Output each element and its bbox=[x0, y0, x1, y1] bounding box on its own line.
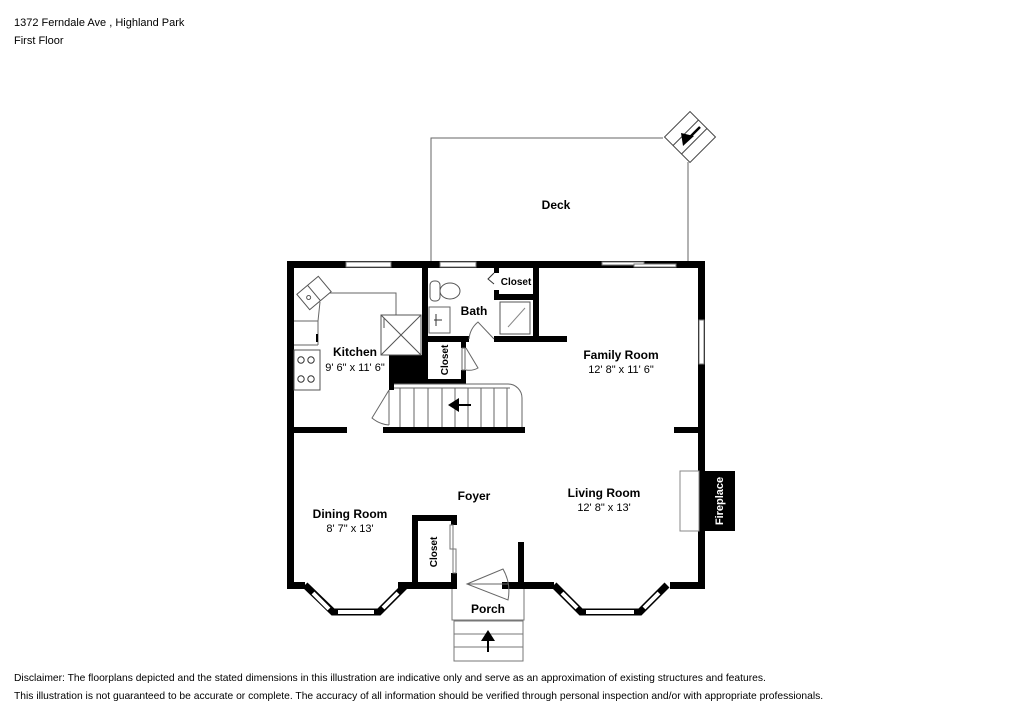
room-label-dining-room: Dining Room bbox=[313, 507, 388, 521]
dining-bay-window bbox=[302, 582, 409, 616]
room-label-fireplace: Fireplace bbox=[714, 477, 726, 525]
counter-marker bbox=[316, 334, 318, 342]
room-label-foyer: Foyer bbox=[458, 489, 491, 503]
deck bbox=[430, 137, 689, 262]
room-dimensions-kitchen: 9' 6" x 11' 6" bbox=[325, 362, 385, 374]
shower bbox=[499, 301, 531, 335]
interior-walls bbox=[287, 261, 705, 589]
room-label-stair-closet: Closet bbox=[440, 344, 451, 375]
property-address: 1372 Ferndale Ave , Highland Park bbox=[14, 17, 185, 29]
interior-stairs bbox=[394, 383, 523, 427]
fireplace-hearth bbox=[679, 470, 700, 532]
porch bbox=[451, 589, 525, 621]
disclaimer-line-2: This illustration is not guaranteed to b… bbox=[14, 691, 824, 702]
arrow-down-left-icon bbox=[681, 126, 701, 146]
floor-label: First Floor bbox=[14, 35, 64, 47]
room-label-bath-closet: Closet bbox=[501, 277, 532, 288]
disclaimer-line-1: Disclaimer: The floorplans depicted and … bbox=[14, 673, 766, 684]
stair-closet-door bbox=[461, 347, 479, 371]
exterior-walls bbox=[287, 261, 705, 589]
kitchen-sink bbox=[296, 275, 332, 311]
room-label-porch: Porch bbox=[471, 602, 505, 616]
stove bbox=[293, 349, 321, 391]
kitchen-door bbox=[371, 389, 390, 426]
room-label-family-room: Family Room bbox=[583, 348, 658, 362]
arrow-up-icon bbox=[481, 630, 495, 652]
room-label-living-room: Living Room bbox=[568, 486, 641, 500]
room-label-kitchen: Kitchen bbox=[333, 345, 377, 359]
toilet bbox=[429, 280, 461, 302]
window-family-room bbox=[698, 319, 705, 365]
bath-closet-door bbox=[487, 272, 495, 285]
room-label-deck: Deck bbox=[542, 198, 571, 212]
living-bay-window bbox=[551, 582, 670, 616]
foyer-closet-door bbox=[449, 524, 457, 574]
room-label-foyer-closet: Closet bbox=[429, 536, 440, 567]
bath-door bbox=[468, 321, 495, 340]
refrigerator bbox=[380, 314, 422, 356]
windows-top bbox=[345, 261, 677, 268]
room-dimensions-family-room: 12' 8" x 11' 6" bbox=[588, 364, 654, 376]
front-door bbox=[465, 568, 510, 601]
bath-sink bbox=[428, 306, 451, 334]
arrow-left-icon bbox=[448, 398, 471, 412]
room-dimensions-dining-room: 8' 7" x 13' bbox=[326, 523, 373, 535]
room-dimensions-living-room: 12' 8" x 13' bbox=[577, 502, 630, 514]
fireplace bbox=[705, 471, 735, 531]
room-label-bath: Bath bbox=[461, 304, 488, 318]
